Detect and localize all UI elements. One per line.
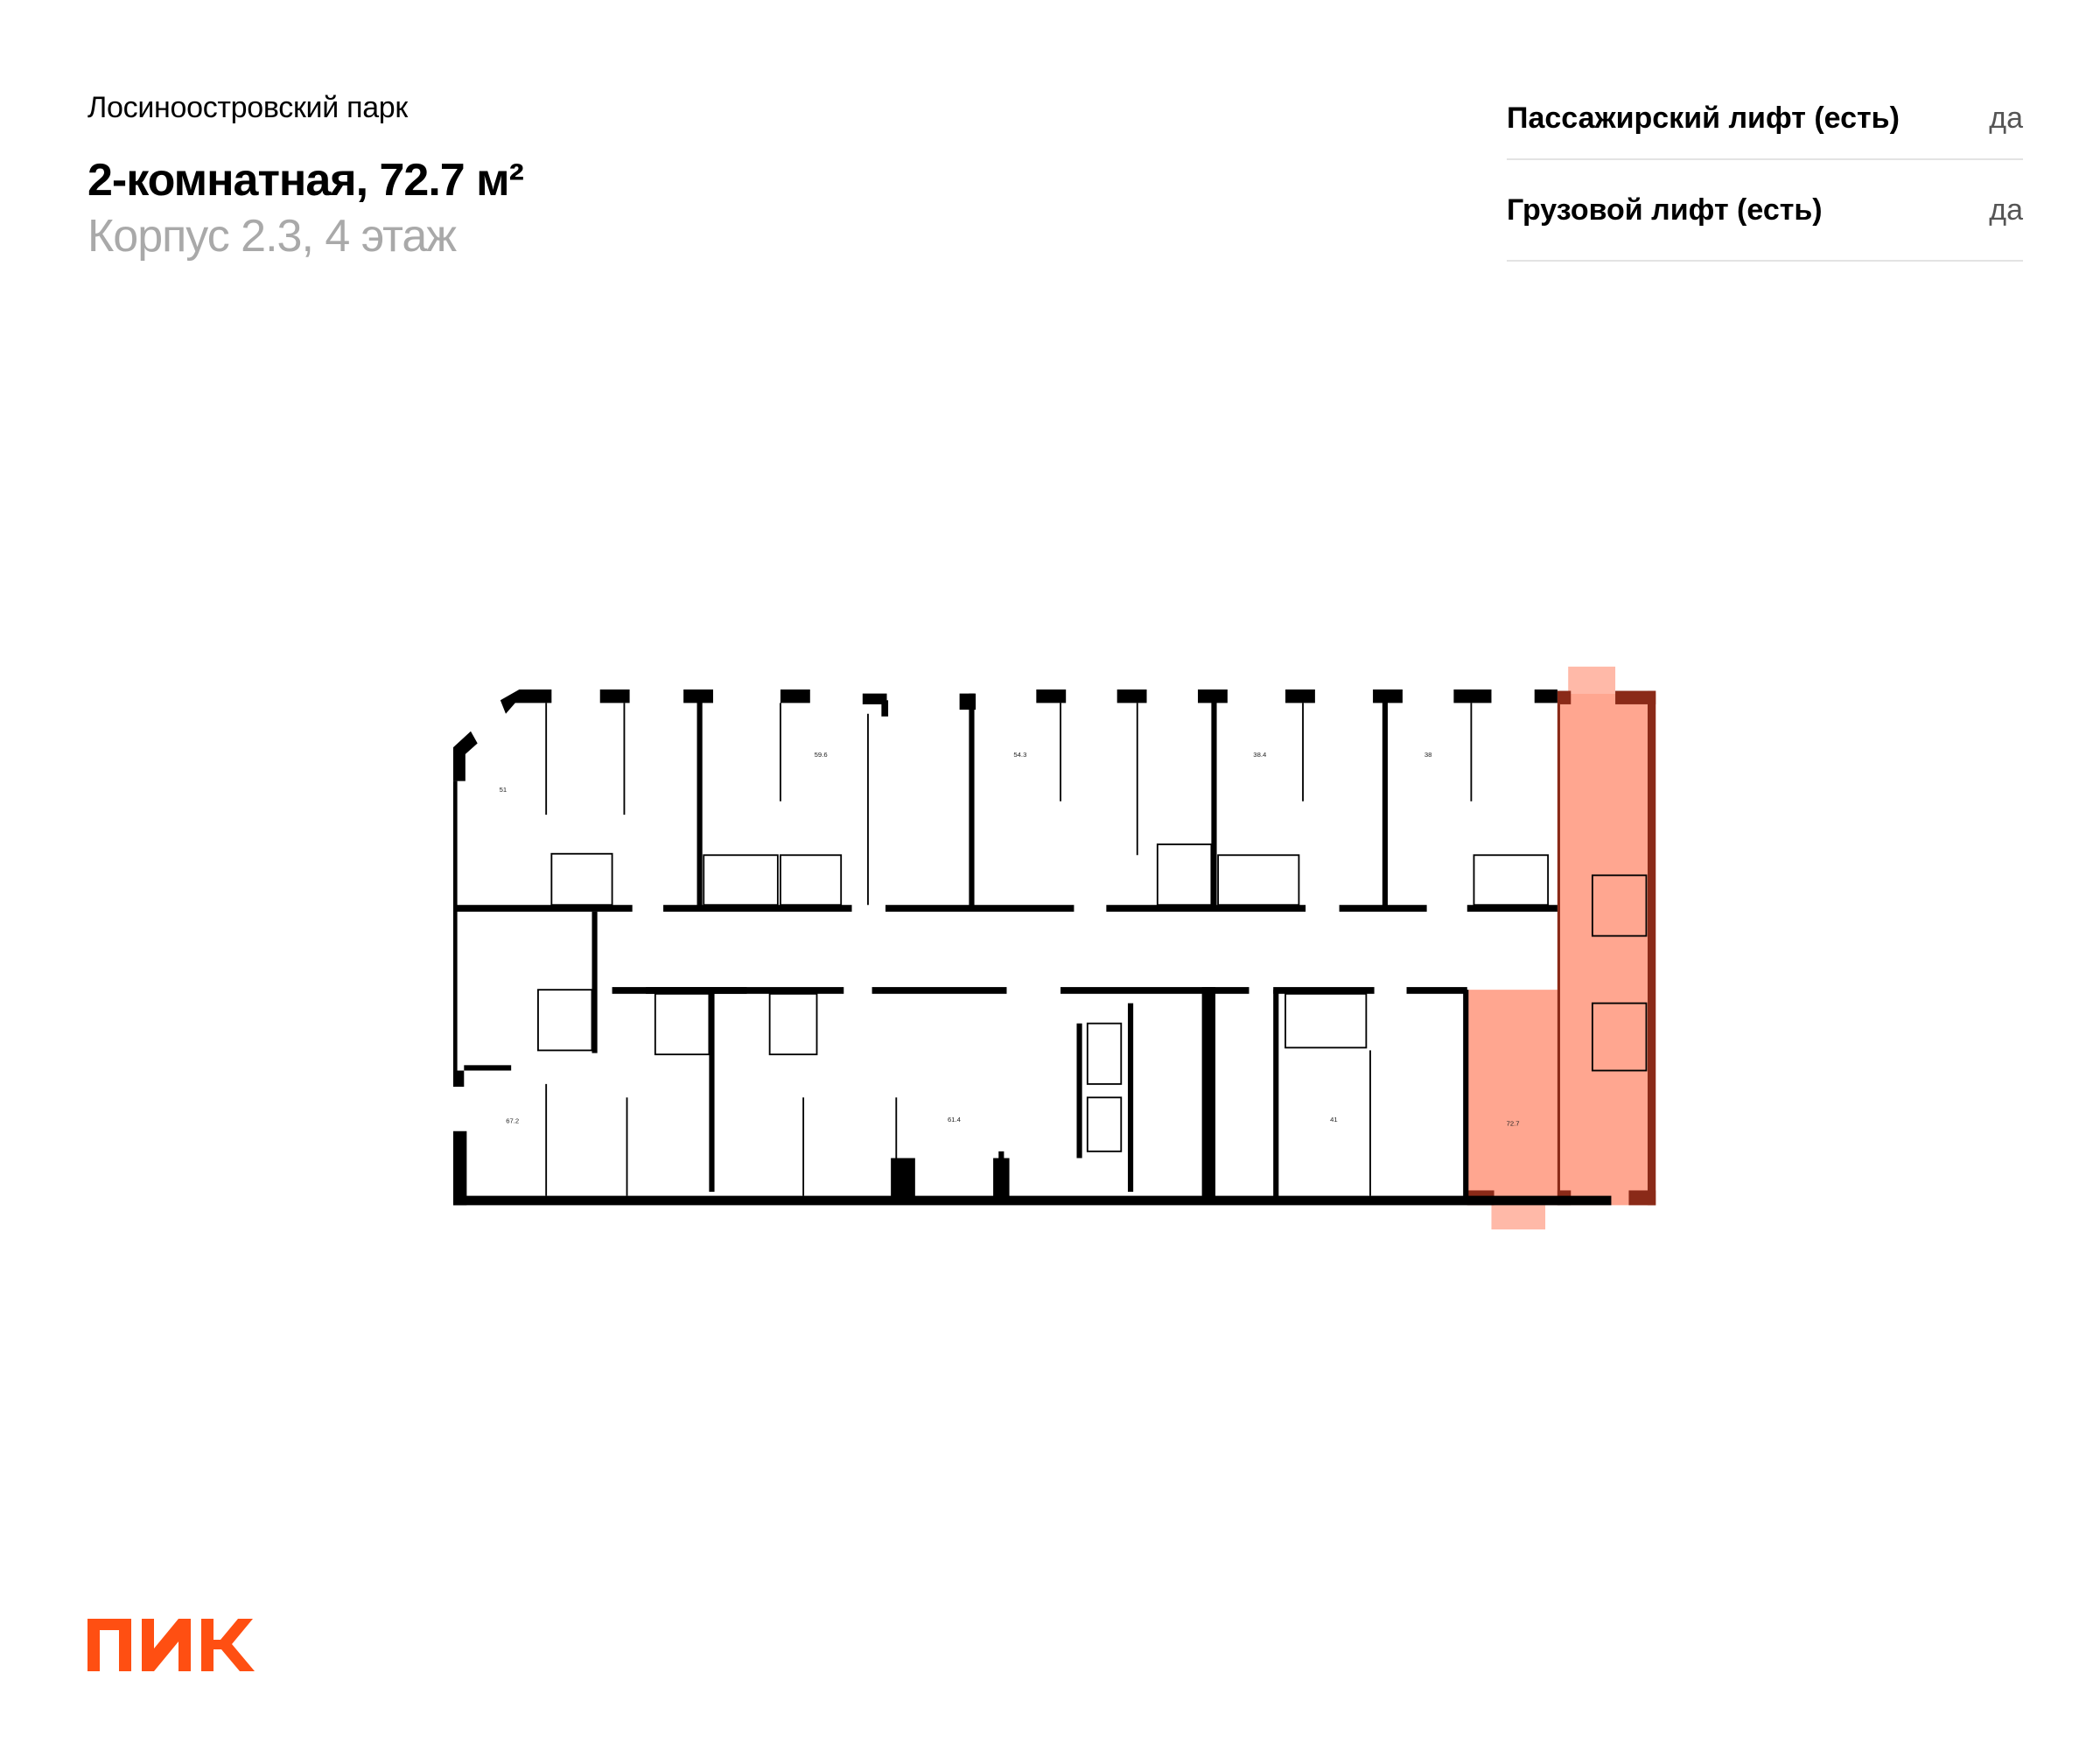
room-area-label: 61.4 bbox=[948, 1116, 962, 1124]
wall bbox=[1453, 689, 1492, 704]
wall bbox=[1127, 1003, 1134, 1192]
pik-logo bbox=[88, 1619, 255, 1671]
feature-freight-lift: Грузовой лифт (есть) да bbox=[1507, 160, 2023, 262]
wall bbox=[453, 1070, 465, 1087]
wall bbox=[1211, 693, 1217, 909]
walls bbox=[453, 689, 1612, 1206]
wall bbox=[1382, 693, 1388, 909]
room-outline bbox=[768, 992, 818, 1055]
wall bbox=[891, 1158, 915, 1199]
feature-label: Грузовой лифт (есть) bbox=[1507, 192, 1823, 227]
selected-apartment[interactable] bbox=[1466, 666, 1656, 1230]
apartment-wall bbox=[1628, 1190, 1656, 1206]
wall bbox=[1201, 987, 1216, 1203]
wall bbox=[1198, 689, 1228, 704]
wall bbox=[453, 780, 458, 1071]
wall bbox=[464, 1065, 512, 1071]
room-outline bbox=[537, 989, 593, 1052]
feature-passenger-lift: Пассажирский лифт (есть) да bbox=[1507, 79, 2023, 160]
wall bbox=[1273, 987, 1375, 994]
wall bbox=[1373, 689, 1403, 704]
room-area-label: 38.4 bbox=[1253, 751, 1267, 759]
feature-value: да bbox=[1989, 192, 2023, 227]
room-area-label: 59.6 bbox=[815, 751, 828, 759]
wall bbox=[453, 1195, 1612, 1206]
wall bbox=[1106, 905, 1306, 912]
wall bbox=[881, 700, 889, 717]
wall bbox=[592, 911, 598, 1054]
partitions bbox=[537, 703, 1648, 1196]
wall bbox=[1060, 987, 1250, 994]
wall bbox=[646, 987, 844, 994]
corner-wall bbox=[500, 689, 552, 714]
wall bbox=[959, 693, 976, 710]
room-outline bbox=[550, 852, 613, 906]
apartment-balcony bbox=[1491, 1202, 1546, 1230]
room-outline bbox=[1217, 854, 1300, 906]
room-labels: 51 59.6 54.3 38.4 38 67.2 61.4 41 72.7 bbox=[500, 751, 1520, 1128]
wall bbox=[453, 905, 633, 912]
room-outline bbox=[780, 854, 843, 906]
room-outline bbox=[1591, 1002, 1648, 1072]
room-outline bbox=[1086, 1096, 1123, 1152]
wall bbox=[683, 689, 714, 704]
wall bbox=[1466, 905, 1558, 912]
apartment-wall bbox=[1557, 690, 1572, 704]
apartment-wall bbox=[1615, 690, 1656, 704]
wall bbox=[1285, 689, 1315, 704]
room-area-label: 67.2 bbox=[506, 1117, 519, 1125]
wall bbox=[969, 693, 975, 909]
wall bbox=[1534, 689, 1558, 704]
feature-label: Пассажирский лифт (есть) bbox=[1507, 102, 1900, 135]
room-outline bbox=[703, 854, 779, 906]
wall bbox=[872, 987, 1007, 994]
room-outline bbox=[1591, 874, 1648, 937]
room-outline bbox=[654, 992, 710, 1055]
wall bbox=[1076, 1023, 1082, 1158]
wall bbox=[1463, 990, 1469, 1199]
wall bbox=[780, 689, 810, 704]
wall bbox=[1036, 689, 1067, 704]
apartment-wall bbox=[1557, 704, 1560, 1206]
wall bbox=[599, 689, 630, 704]
wall bbox=[885, 905, 1074, 912]
building-floor: Корпус 2.3, 4 этаж bbox=[88, 211, 457, 262]
room-area-label: 41 bbox=[1330, 1116, 1338, 1124]
wall bbox=[453, 1130, 467, 1206]
wall bbox=[1406, 987, 1467, 994]
room-outline bbox=[1473, 854, 1550, 906]
wall bbox=[993, 1158, 1010, 1199]
apartment-title: 2-комнатная, 72.7 м² bbox=[88, 155, 524, 206]
room-outline bbox=[1086, 1022, 1123, 1085]
wall bbox=[1273, 990, 1279, 1199]
room-area-label: 72.7 bbox=[1507, 1120, 1520, 1128]
features-list: Пассажирский лифт (есть) да Грузовой лиф… bbox=[1507, 79, 2023, 262]
apartment-balcony bbox=[1568, 666, 1616, 694]
apartment-wall bbox=[1647, 690, 1656, 1206]
room-outline bbox=[1284, 992, 1368, 1049]
wall bbox=[663, 905, 852, 912]
wall bbox=[709, 990, 715, 1192]
project-name: Лосиноостровский парк bbox=[88, 91, 408, 124]
room-outline bbox=[1156, 844, 1213, 906]
wall bbox=[1116, 689, 1147, 704]
room-area-label: 51 bbox=[500, 786, 508, 794]
floor-plan: 51 59.6 54.3 38.4 38 67.2 61.4 41 72.7 bbox=[453, 666, 1656, 1230]
wall bbox=[696, 693, 703, 909]
corner-wall bbox=[453, 731, 478, 781]
apartment-area bbox=[1466, 693, 1656, 1206]
room-area-label: 38 bbox=[1424, 751, 1432, 759]
feature-value: да bbox=[1989, 102, 2023, 135]
room-area-label: 54.3 bbox=[1013, 751, 1026, 759]
wall bbox=[862, 693, 887, 704]
